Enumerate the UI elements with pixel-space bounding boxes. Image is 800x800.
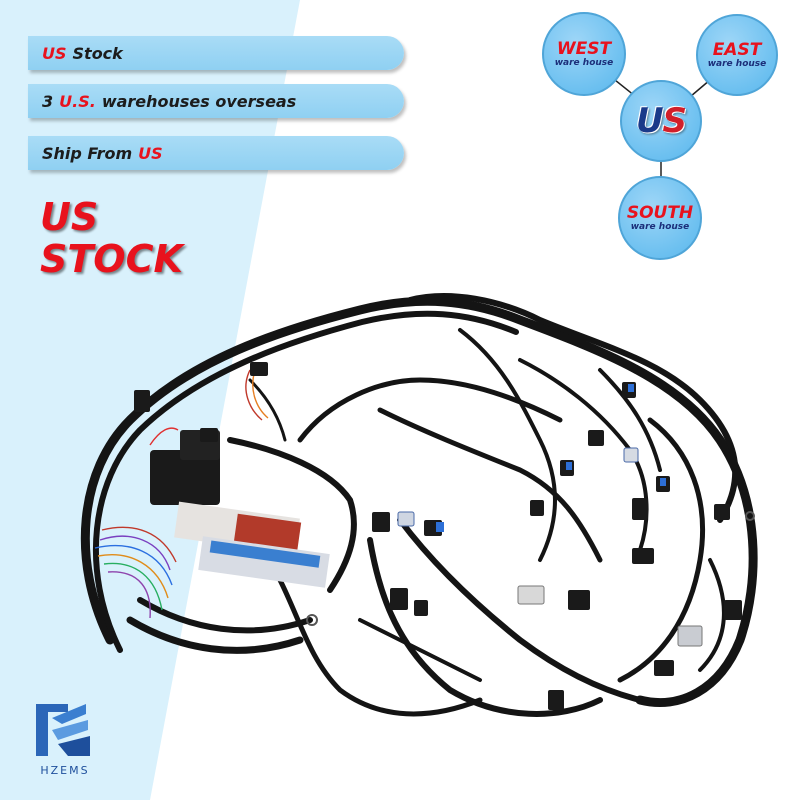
banner-red-text: US [42, 43, 67, 63]
banner-red-text: US [138, 143, 163, 163]
ship-from-banner: Ship From US [28, 136, 404, 170]
warehouse-sub: ware house [554, 57, 614, 68]
warehouse-name: EAST [712, 39, 762, 60]
banner-pre-text: 3 [42, 91, 54, 111]
logo-text: HZEMS [40, 764, 90, 777]
warehouse-sub: ware house [707, 58, 767, 69]
us-stock-headline: US STOCK [40, 196, 183, 280]
banner-text: Stock [72, 43, 123, 63]
us-center-circle: US [620, 80, 702, 162]
us-letter-s: S [662, 101, 687, 141]
banner-red-text: U.S. [59, 91, 96, 111]
headline-line2: STOCK [40, 237, 183, 281]
warehouse-sub: ware house [630, 221, 690, 232]
south-warehouse-circle: SOUTH ware house [618, 176, 702, 260]
east-warehouse-circle: EAST ware house [696, 14, 778, 96]
us-letter-u: U [635, 101, 664, 141]
hzems-logo-icon [36, 704, 90, 756]
warehouse-name: WEST [556, 38, 612, 59]
warehouse-name: SOUTH [626, 202, 694, 223]
us-stock-banner: US Stock [28, 36, 404, 70]
west-warehouse-circle: WEST ware house [542, 12, 626, 96]
us-flag-icon: US [635, 101, 687, 141]
headline-line1: US [40, 195, 99, 239]
warehouses-banner: 3 U.S. warehouses overseas [28, 84, 404, 118]
banner-text: warehouses overseas [101, 91, 297, 111]
banner-pre-text: Ship From [42, 143, 133, 163]
